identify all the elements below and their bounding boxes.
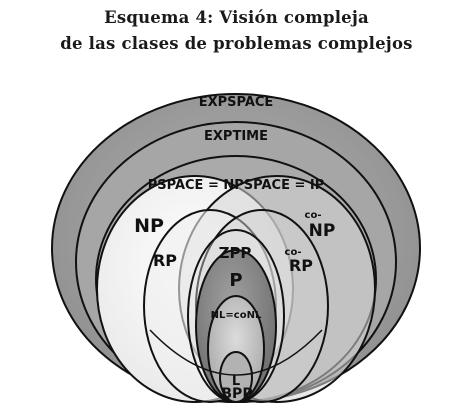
rp-label: RP	[153, 251, 177, 270]
corp-prefix-label: co-	[285, 247, 302, 258]
pspace-label: PSPACE = NPSPACE = IP	[148, 178, 325, 193]
exptime-label: EXPTIME	[204, 129, 268, 144]
bpp-arc	[149, 329, 323, 376]
zpp-label: ZPP	[219, 244, 252, 262]
diagram-title-line-1: Esquema 4: Visión compleja	[104, 8, 369, 27]
p-label: P	[229, 270, 242, 291]
l-label: L	[232, 374, 240, 389]
corp-label: RP	[289, 256, 313, 275]
nl-label: NL=coNL	[211, 310, 262, 321]
np-label: NP	[134, 215, 164, 237]
bpp-label: BPP	[221, 386, 252, 402]
expspace-label: EXPSPACE	[199, 95, 274, 110]
conp-label: NP	[309, 221, 336, 241]
diagram-title-line-2: de las clases de problemas complejos	[60, 34, 413, 53]
conp-prefix-label: co-	[305, 210, 322, 221]
l-ellipse	[219, 351, 253, 403]
